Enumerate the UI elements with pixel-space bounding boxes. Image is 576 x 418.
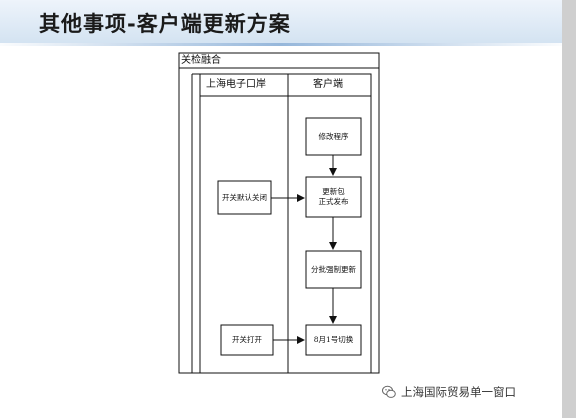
node-cutover: [305, 324, 362, 356]
flowchart: [178, 52, 380, 374]
watermark-text: 上海国际贸易单一窗口: [401, 385, 516, 399]
wechat-icon: [382, 385, 396, 398]
lane-frame: [199, 73, 372, 374]
watermark: 上海国际贸易单一窗口: [382, 384, 516, 400]
lane-label-client: 客户端: [313, 79, 343, 90]
node-release-line1: 更新包: [322, 187, 345, 196]
lane-label-eport: 上海电子口岸: [206, 79, 266, 90]
title-band: [0, 0, 562, 46]
node-switch-off-label: 开关默认关闭: [222, 192, 267, 202]
node-switch-on-label: 开关打开: [232, 335, 262, 344]
node-release-line2: 正式发布: [318, 197, 349, 206]
pool-title: 关检融合: [181, 55, 221, 66]
node-release-label: 更新包 正式发布: [306, 177, 361, 217]
node-cutover-label: 8月1号切换: [313, 335, 354, 344]
slide-title: 其他事项-客户端更新方案: [39, 12, 291, 36]
right-edge-bar: [562, 0, 576, 418]
node-modify-label: 修改程序: [318, 131, 349, 141]
node-force-update-label: 分批强制更新: [311, 264, 356, 274]
slide: 其他事项-客户端更新方案: [0, 0, 562, 400]
